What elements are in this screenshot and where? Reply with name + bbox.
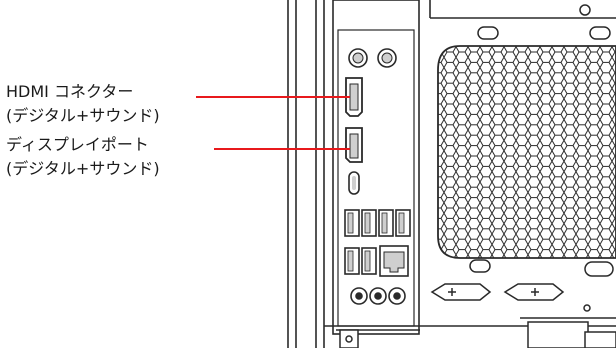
- ps2-port-left: [348, 48, 368, 68]
- usb-c-port: [348, 171, 360, 195]
- case-body: [287, 0, 616, 348]
- hdmi-label: HDMI コネクター: [6, 82, 134, 101]
- hdmi-sublabel: (デジタル+サウンド): [6, 106, 160, 125]
- ventilation-grille: [437, 45, 616, 259]
- callout-leader-lines: [196, 96, 350, 150]
- usb-a-tongues-upper: [347, 212, 405, 234]
- hdmi-port: [345, 77, 363, 117]
- displayport-callout: ディスプレイポート (デジタル+サウンド): [6, 133, 160, 181]
- audio-jacks: [350, 287, 406, 305]
- usb-a-tongues-lower: [347, 250, 371, 272]
- io-shield: [332, 0, 420, 335]
- hdmi-callout: HDMI コネクター (デジタル+サウンド): [6, 80, 160, 128]
- lan-port: [379, 245, 409, 277]
- displayport-label: ディスプレイポート: [6, 135, 149, 154]
- case-slots: [469, 4, 614, 277]
- displayport-sublabel: (デジタル+サウンド): [6, 159, 160, 178]
- case-bottom: [324, 317, 616, 348]
- ps2-port-right: [377, 48, 397, 68]
- displayport-port: [345, 127, 363, 163]
- expansion-slots: [430, 283, 591, 312]
